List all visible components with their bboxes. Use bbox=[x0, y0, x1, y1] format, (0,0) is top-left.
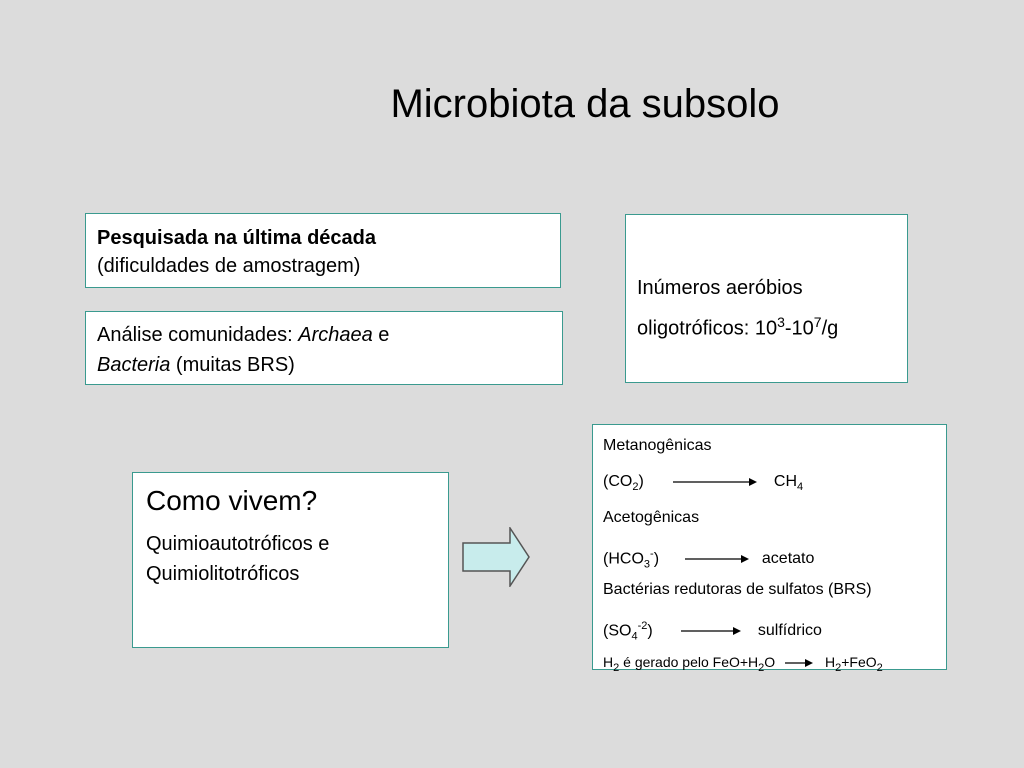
research-box: Pesquisada na última década (dificuldade… bbox=[85, 213, 561, 288]
aerobes-line1: Inúmeros aeróbios bbox=[637, 277, 803, 299]
right-arrow-icon bbox=[785, 659, 814, 668]
how-answer-line2: Quimiolitotróficos bbox=[146, 563, 300, 585]
how-answer: Quimioautotróficos e Quimiolitotróficos bbox=[146, 529, 435, 589]
h2-feo2-label: H2+FeO2 bbox=[824, 654, 883, 674]
aerobes-exp1: 3 bbox=[777, 314, 785, 330]
analysis-and: e bbox=[372, 324, 390, 346]
research-note: (dificuldades de amostragem) bbox=[97, 255, 361, 277]
analysis-suffix: (muitas BRS) bbox=[170, 354, 295, 376]
brs-label: Bactérias redutoras de sulfatos (BRS) bbox=[603, 581, 872, 598]
how-answer-line1: Quimioautotróficos e bbox=[146, 533, 330, 555]
bacteria-label: Bacteria bbox=[97, 354, 171, 376]
acetogenic-label: Acetogênicas bbox=[603, 509, 700, 526]
ch4-label: CH4 bbox=[773, 473, 804, 494]
aerobes-box: Inúmeros aeróbios oligotróficos: 103-107… bbox=[625, 214, 908, 383]
so4-label: (SO4-2) bbox=[603, 620, 653, 643]
h2-generation-label: H2 é gerado pelo FeO+H2O bbox=[603, 654, 776, 674]
research-heading: Pesquisada na última década bbox=[97, 227, 376, 249]
aerobes-count-text: oligotróficos: 10 bbox=[637, 317, 778, 340]
page-title: Microbiota da subsolo bbox=[390, 82, 780, 126]
archaea-label: Archaea bbox=[298, 324, 373, 346]
right-arrow-icon bbox=[681, 627, 742, 636]
right-block-arrow-icon bbox=[462, 527, 530, 587]
analysis-box: Análise comunidades: Archaea e Bacteria … bbox=[85, 311, 563, 385]
sulfide-label: sulfídrico bbox=[757, 622, 822, 640]
hco3-label: (HCO3-) bbox=[603, 548, 660, 571]
methanogenic-label: Metanogênicas bbox=[603, 437, 712, 454]
sulfate-reaction: (SO4-2) sulfídrico bbox=[603, 609, 936, 645]
right-arrow-icon bbox=[685, 555, 750, 564]
aerobes-exp2: 7 bbox=[813, 314, 822, 330]
aerobes-unit: /g bbox=[821, 317, 839, 340]
acetogenic-reaction: (HCO3-) acetato bbox=[603, 537, 936, 573]
analysis-prefix: Análise comunidades: bbox=[97, 324, 299, 346]
right-arrow-icon bbox=[673, 477, 758, 486]
processes-box: Metanogênicas (CO2) CH4 Acetogênicas (HC… bbox=[592, 424, 947, 674]
co2-label: (CO2) bbox=[603, 473, 644, 494]
how-question: Como vivem? bbox=[146, 485, 318, 516]
h2-reaction: H2 é gerado pelo FeO+H2O H2+FeO2 bbox=[603, 645, 936, 675]
acetate-label: acetato bbox=[761, 550, 815, 568]
aerobes-dash: -10 bbox=[784, 317, 814, 340]
aerobes-line2: oligotróficos: 103-107/g bbox=[637, 305, 896, 346]
how-box: Como vivem? Quimioautotróficos e Quimiol… bbox=[132, 472, 449, 648]
methanogenic-reaction: (CO2) CH4 bbox=[603, 465, 936, 501]
